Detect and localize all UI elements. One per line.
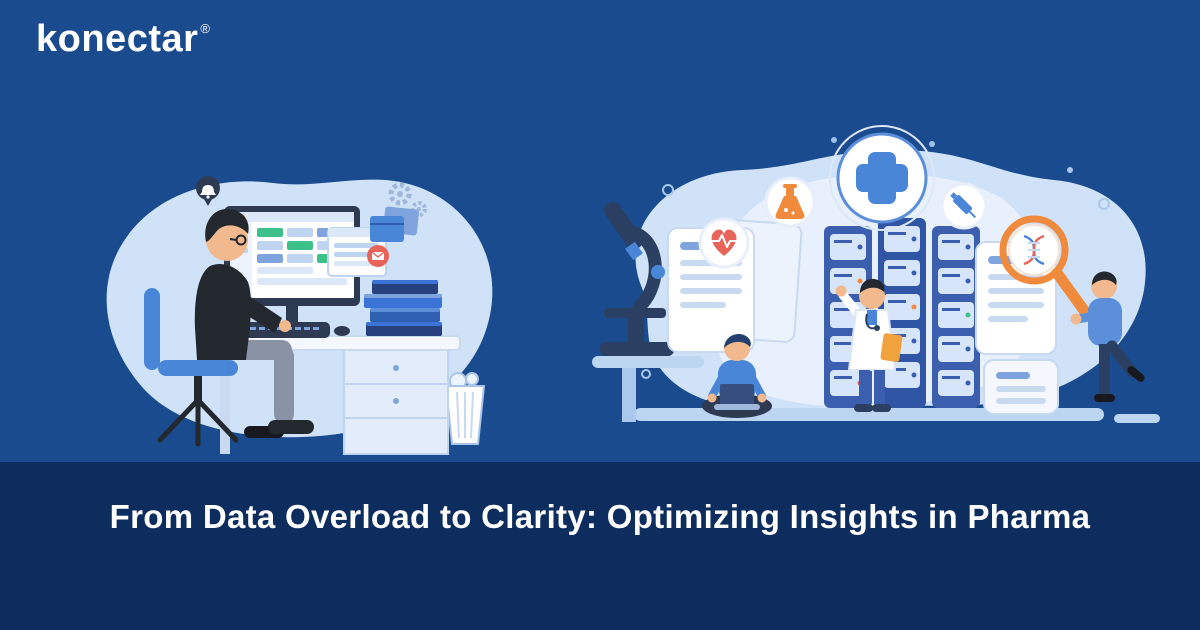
- seated-person: [194, 208, 314, 438]
- server-rack: [824, 218, 980, 408]
- desk: [215, 335, 461, 455]
- logo-text: konectar: [36, 18, 199, 60]
- dna-icon: [1008, 224, 1060, 276]
- mail-badge-icon: [367, 245, 389, 267]
- waste-bin-icon: [444, 372, 486, 445]
- chair: [144, 288, 239, 447]
- person-glasses: [235, 234, 247, 246]
- ground-strip-right: [1114, 414, 1160, 423]
- books-stack: [364, 280, 442, 336]
- doctor-figure: [835, 278, 903, 412]
- banner-title: From Data Overload to Clarity: Optimizin…: [109, 498, 1091, 535]
- magnifier-icon: [999, 215, 1094, 322]
- person-shin: [274, 346, 294, 424]
- laptop-person: [702, 334, 772, 418]
- syringe-icon: [940, 182, 988, 230]
- gear-icon: [388, 182, 427, 217]
- person-hair: [205, 208, 249, 242]
- left-illustration: [106, 176, 493, 455]
- flask-icon: [764, 176, 816, 228]
- konectar-logo: konectar®: [36, 20, 211, 58]
- mouse: [334, 326, 350, 336]
- person-torso: [194, 263, 252, 360]
- folder-icon: [370, 206, 419, 242]
- magnifier-person: [1070, 271, 1145, 402]
- registered-mark: ®: [200, 21, 211, 36]
- person-arm: [226, 286, 282, 333]
- person-hand: [279, 320, 291, 332]
- microscope-icon: [592, 201, 704, 422]
- heartbeat-icon: [698, 217, 750, 269]
- medical-cross-icon: [829, 125, 935, 231]
- person-shoe: [268, 420, 314, 434]
- decorative-dots: [641, 167, 1110, 379]
- right-illustration: [592, 125, 1160, 423]
- title-band: From Data Overload to Clarity: Optimizin…: [0, 462, 1200, 630]
- bell-icon: [196, 176, 220, 206]
